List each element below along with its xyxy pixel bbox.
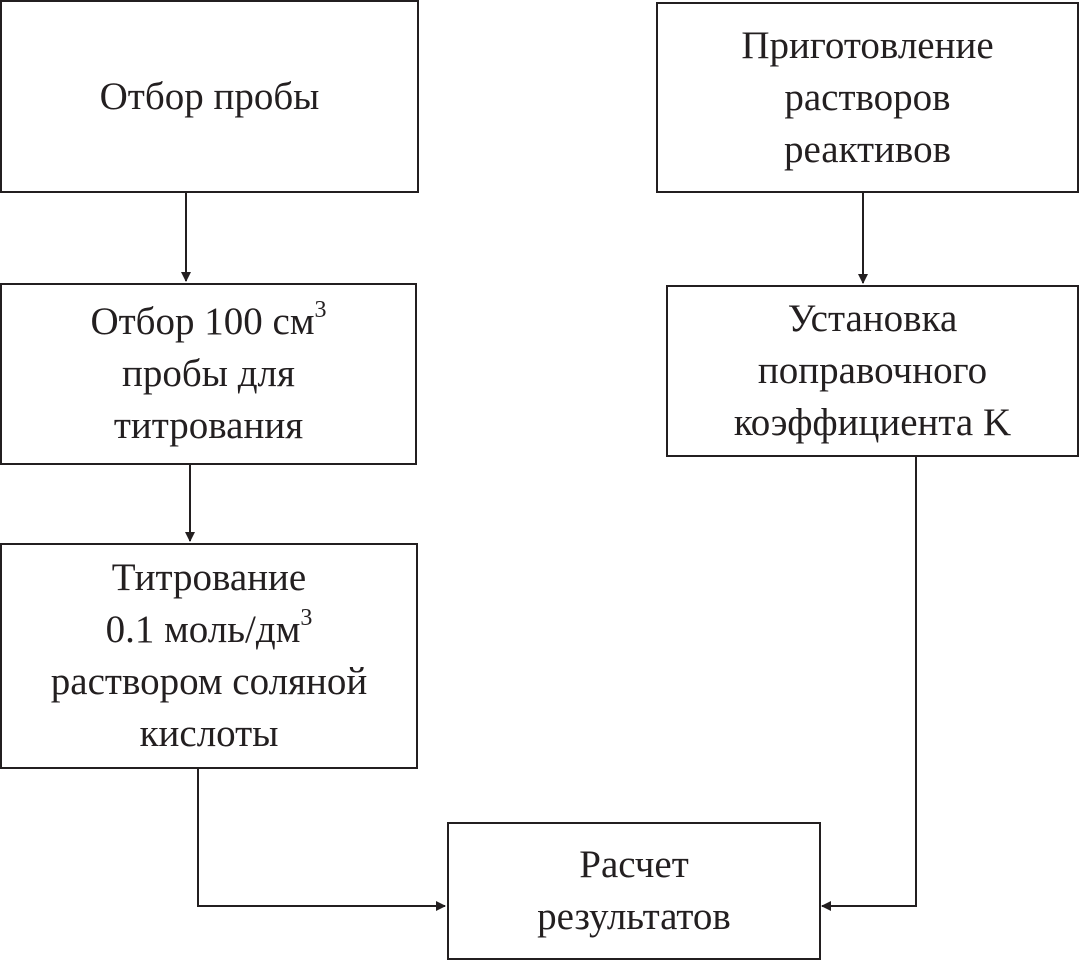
arrow-correction-to-calculation (821, 457, 917, 911)
superscript-exponent: 3 (300, 605, 313, 631)
box-text-line: титрования (113, 404, 304, 447)
box-text-line: коэффициента K (733, 401, 1012, 444)
box-calculation: Расчет результатов (447, 822, 821, 960)
superscript-exponent: 3 (314, 297, 327, 323)
box-text-line: пробы для (122, 352, 295, 395)
box-text-line: реактивов (783, 127, 951, 171)
box-text-line: поправочного (757, 349, 988, 392)
box-text-line: Приготовление (741, 23, 994, 67)
box-text-line: 0.1 моль/дм3 (106, 604, 313, 656)
box-reagents-preparation: Приготовление растворов реактивов (656, 2, 1079, 193)
box-text-line: Титрование (111, 556, 307, 599)
box-text-line: Установка (787, 297, 958, 340)
box-text-line: раствором соляной (50, 660, 368, 703)
box-text-line: Отбор 100 см3 (90, 296, 326, 348)
arrow-titration-to-calculation (197, 769, 446, 911)
box-sampling: Отбор пробы (0, 0, 419, 193)
box-text-line: Отбор пробы (99, 74, 320, 118)
box-text-line: результатов (537, 895, 731, 938)
box-text-line: растворов (784, 75, 951, 119)
box-text: 0.1 моль/дм (105, 608, 301, 651)
box-text: Отбор 100 см (90, 300, 315, 343)
box-text-line: кислоты (139, 712, 279, 755)
box-correction-factor: Установка поправочного коэффициента K (666, 285, 1079, 457)
box-text-line: Расчет (579, 843, 689, 886)
